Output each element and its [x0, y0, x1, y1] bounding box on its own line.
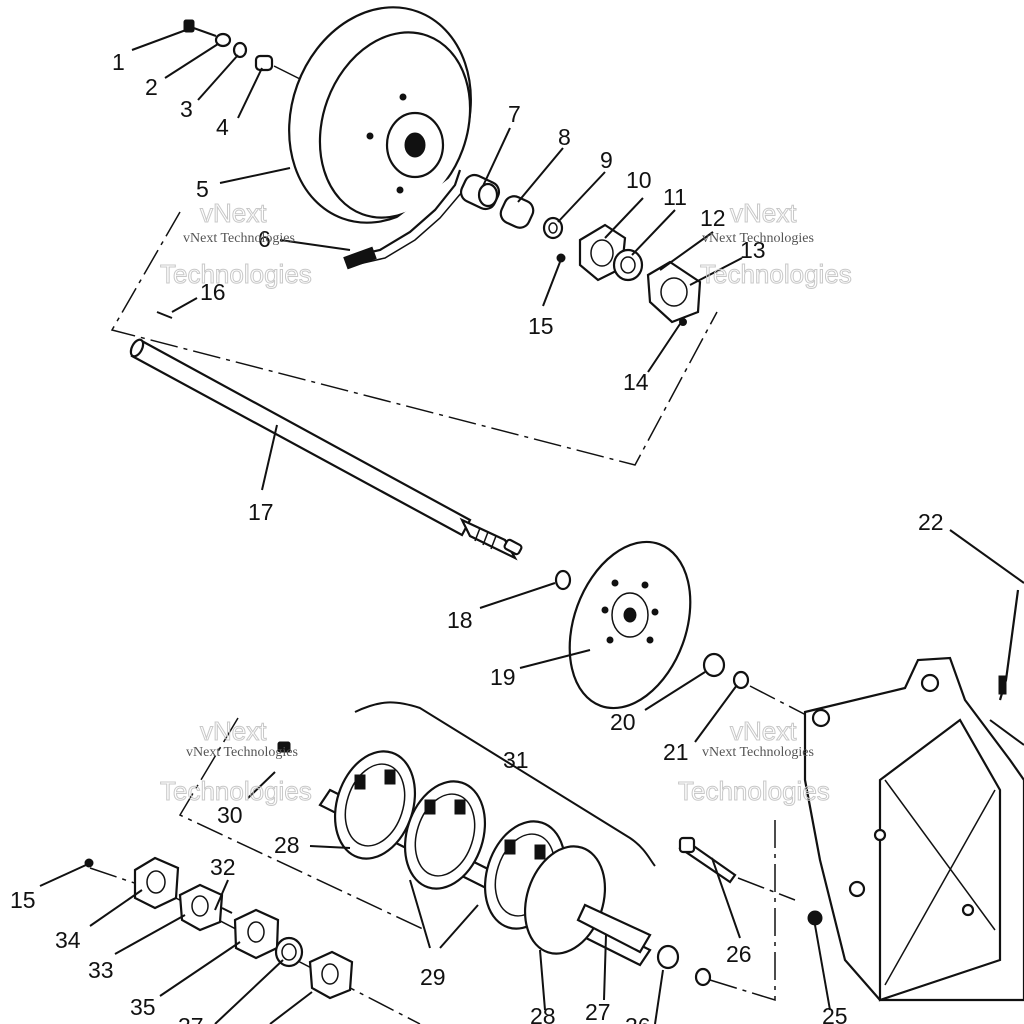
callout-32: 32 [210, 854, 236, 880]
callout-31: 31 [503, 747, 529, 773]
group-bracket-31 [354, 701, 656, 867]
callout-15b: 15 [10, 887, 36, 913]
ring-21 [732, 670, 750, 690]
bearing-20 [702, 652, 726, 678]
watermark-text: vNext Technologies [183, 231, 295, 246]
callout-21: 21 [663, 739, 689, 765]
group-boundary-upper [110, 211, 718, 466]
watermark-outline: vNext [200, 198, 267, 228]
callout-6: 6 [258, 226, 271, 252]
callout-35: 35 [130, 994, 156, 1020]
jackshaft-assembly [277, 741, 652, 967]
watermark-text: vNext Technologies [702, 745, 814, 760]
watermark-outline: Technologies [700, 259, 852, 289]
callout-29: 29 [420, 964, 446, 990]
brake-disc [568, 540, 692, 710]
callout-1: 1 [112, 49, 125, 75]
callout-3: 3 [180, 96, 193, 122]
callout-22: 22 [918, 509, 944, 535]
callout-17: 17 [248, 499, 274, 525]
watermark-text: vNext Technologies [186, 745, 298, 760]
callout-13: 13 [740, 237, 766, 263]
callout-33: 33 [88, 957, 114, 983]
callout-16: 16 [200, 279, 226, 305]
callout-11: 11 [663, 184, 687, 210]
watermark-text: vNext Technologies [702, 231, 814, 246]
callout-28a: 28 [274, 832, 300, 858]
callout-2: 2 [145, 74, 158, 100]
callout-26: 26 [726, 941, 752, 967]
callout-7: 7 [508, 101, 521, 127]
callout-28b: 28 [530, 1003, 556, 1024]
callout-25: 25 [822, 1003, 848, 1024]
callout-37: 37 [178, 1013, 204, 1024]
watermark-outline: Technologies [160, 776, 312, 806]
callout-18: 18 [447, 607, 473, 633]
callout-27: 27 [585, 999, 611, 1024]
axis-line-lower [709, 820, 776, 1002]
nut-25 [807, 910, 823, 926]
callout-labels: 1 2 3 4 5 6 7 8 9 10 11 12 13 14 15 16 1… [10, 49, 944, 1024]
drive-shaft [129, 311, 523, 561]
group-boundary-lower [178, 717, 426, 931]
watermark-outline: Technologies [678, 776, 830, 806]
callout-15a: 15 [528, 313, 554, 339]
housing-bolt [678, 836, 796, 901]
callout-30: 30 [217, 802, 243, 828]
cable-rod [989, 589, 1024, 746]
callout-12: 12 [700, 205, 726, 231]
watermarks: vNext Technologies Technologies vNext vN… [160, 198, 853, 807]
driven-pulley [288, 6, 472, 224]
snap-ring [554, 569, 572, 591]
callout-20: 20 [610, 709, 636, 735]
callout-10: 10 [626, 167, 652, 193]
callout-36: 36 [625, 1013, 651, 1024]
watermark-outline: vNext [200, 716, 267, 746]
bolt-assembly [183, 19, 301, 80]
watermark-outline: Technologies [160, 259, 312, 289]
callout-14: 14 [623, 369, 649, 395]
leader-lines [39, 29, 1024, 1024]
callout-19: 19 [490, 664, 516, 690]
callout-9: 9 [600, 147, 613, 173]
callout-8: 8 [558, 124, 571, 150]
callout-34: 34 [55, 927, 81, 953]
watermark-outline: vNext [730, 716, 797, 746]
callout-5: 5 [196, 176, 209, 202]
watermark-outline: vNext [730, 198, 797, 228]
axis-line [749, 685, 809, 717]
drive-chain [343, 169, 463, 270]
flange-stack [84, 856, 712, 1000]
chaincase-housing [803, 656, 1024, 1002]
callout-4: 4 [216, 114, 229, 140]
